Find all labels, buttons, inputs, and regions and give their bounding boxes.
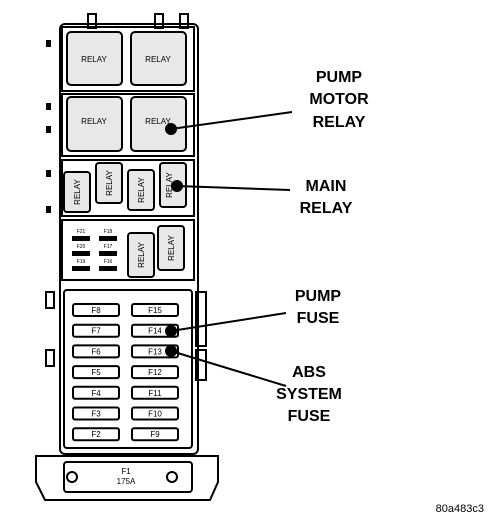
fuse-label: F13 [148,347,162,356]
small-relay-1 [63,171,91,213]
main-fuse-rating: 175A [117,477,136,486]
mini-fuse-label: F17 [104,244,113,250]
side-tab-left-2 [45,349,55,367]
callout-pump-fuse-line1: PUMP [295,288,342,305]
mini-fuse-label: F18 [104,229,113,235]
top-clip-left [87,13,97,29]
top-clip-right [179,13,189,29]
lower-relay-2 [157,225,185,271]
top-right-relay [130,31,187,86]
fuse-label: F10 [148,410,162,419]
side-clip [46,103,51,110]
mini-fuse-label: F19 [77,259,86,265]
relay-label: RELAY [73,179,82,205]
fuse-label: F8 [91,306,101,315]
abs-system-fuse-leader [170,350,287,387]
fuse-label: F4 [91,389,101,398]
small-relay-3 [127,169,155,211]
small-relay-2 [95,162,123,204]
fuse-label: F14 [148,327,162,336]
fuse-f2 [72,427,120,442]
main-fuse-name: F1 [121,467,131,476]
bottom-connector [35,455,219,501]
fuse-f9 [131,427,179,442]
relay-label: RELAY [81,55,107,64]
fuse-label: F9 [150,430,160,439]
fuse-f5 [72,365,120,380]
fuse-panel [63,289,193,449]
pump-fuse-leader [170,312,287,332]
mini-fuse-f17 [99,251,117,256]
mini-fuse-label: F16 [104,259,113,265]
side-tab-right-upper [195,291,207,347]
fuse-f11 [131,385,179,400]
relay-label: RELAY [137,242,146,268]
fuse-f15 [131,303,179,317]
top-relay-section [61,26,195,92]
side-clip [46,126,51,133]
fuse-f6 [72,344,120,359]
callout-abs-system-fuse-line3: FUSE [288,408,331,425]
main-fuse-stud-left [66,471,78,483]
mini-fuse-f18 [99,236,117,241]
side-clip [46,170,51,177]
fuse-f10 [131,406,179,421]
mini-fuse-f19 [72,266,90,271]
top-clip-mid [154,13,164,29]
fuse-label: F2 [91,430,101,439]
callout-pump-motor-relay-line3: RELAY [313,114,366,131]
relay-label: RELAY [81,117,107,126]
main-relay-leader [176,185,291,191]
relay-label: RELAY [167,235,176,261]
mini-fuse-section [61,219,195,281]
middle-left-relay [66,96,123,152]
fuse-f12 [131,365,179,380]
fuse-box-housing [59,23,199,455]
callout-abs-system-fuse-line2: SYSTEM [276,386,342,403]
callout-main-relay-line1: MAIN [306,178,347,195]
relay-label: RELAY [137,177,146,203]
callout-abs-system-fuse-line1: ABS [292,364,326,381]
fuse-f7 [72,323,120,338]
fuse-f3 [72,406,120,421]
callout-pump-motor-relay-line1: PUMP [316,69,363,86]
fuse-label: F7 [91,327,101,336]
relay-label: RELAY [145,117,171,126]
top-left-relay [66,31,123,86]
side-tab-left-1 [45,291,55,309]
mini-fuse-f16 [99,266,117,271]
callout-main-relay-line2: RELAY [300,200,353,217]
side-clip [46,40,51,47]
fuse-f4 [72,385,120,400]
pump-motor-relay-leader [170,111,293,130]
relay-label: RELAY [105,170,114,196]
fuse-label: F5 [91,368,101,377]
main-fuse-stud-right [166,471,178,483]
mini-fuse-f21 [72,236,90,241]
fuse-label: F3 [91,410,101,419]
mini-fuse-f20 [72,251,90,256]
figure-id: 80a483c3 [436,503,484,515]
fuse-label: F12 [148,368,162,377]
fuse-f8 [72,303,120,317]
fuse-label: F6 [91,347,101,356]
mini-fuse-label: F20 [77,244,86,250]
main-fuse-block [63,461,193,493]
callout-pump-fuse-line2: FUSE [297,310,340,327]
relay-label: RELAY [165,172,174,198]
side-clip [46,206,51,213]
fuse-label: F15 [148,306,162,315]
relay-label: RELAY [145,55,171,64]
side-tab-right-lower [195,349,207,381]
lower-relay-1 [127,232,155,278]
mini-fuse-label: F21 [77,229,86,235]
small-relay-section [61,159,195,217]
fuse-label: F11 [148,389,162,398]
pump-motor-relay [130,96,187,152]
callout-pump-motor-relay-line2: MOTOR [309,91,369,108]
